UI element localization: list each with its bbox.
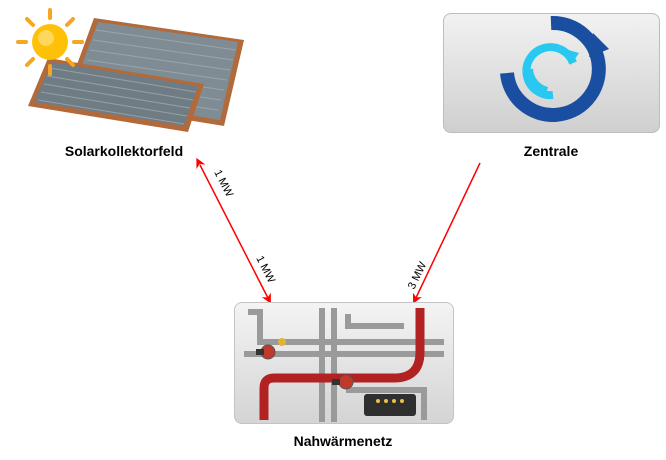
edge-solar-netz-label-end: 1 MW (253, 254, 277, 286)
heating-network-pipes-icon (244, 308, 444, 422)
solar-collector-icon (16, 8, 244, 132)
node-netz[interactable] (234, 302, 454, 424)
node-zentrale[interactable] (443, 13, 660, 133)
node-zentrale-label: Zentrale (523, 143, 579, 159)
edge-zentrale-netz[interactable] (412, 162, 481, 304)
node-solar[interactable] (8, 4, 248, 136)
node-netz-label: Nahwärmenetz (293, 433, 393, 449)
edge-solar-netz[interactable] (196, 157, 271, 304)
node-solar-label: Solarkollektorfeld (64, 143, 184, 159)
refresh-cycle-icon (499, 15, 609, 122)
sun-icon (16, 8, 84, 76)
